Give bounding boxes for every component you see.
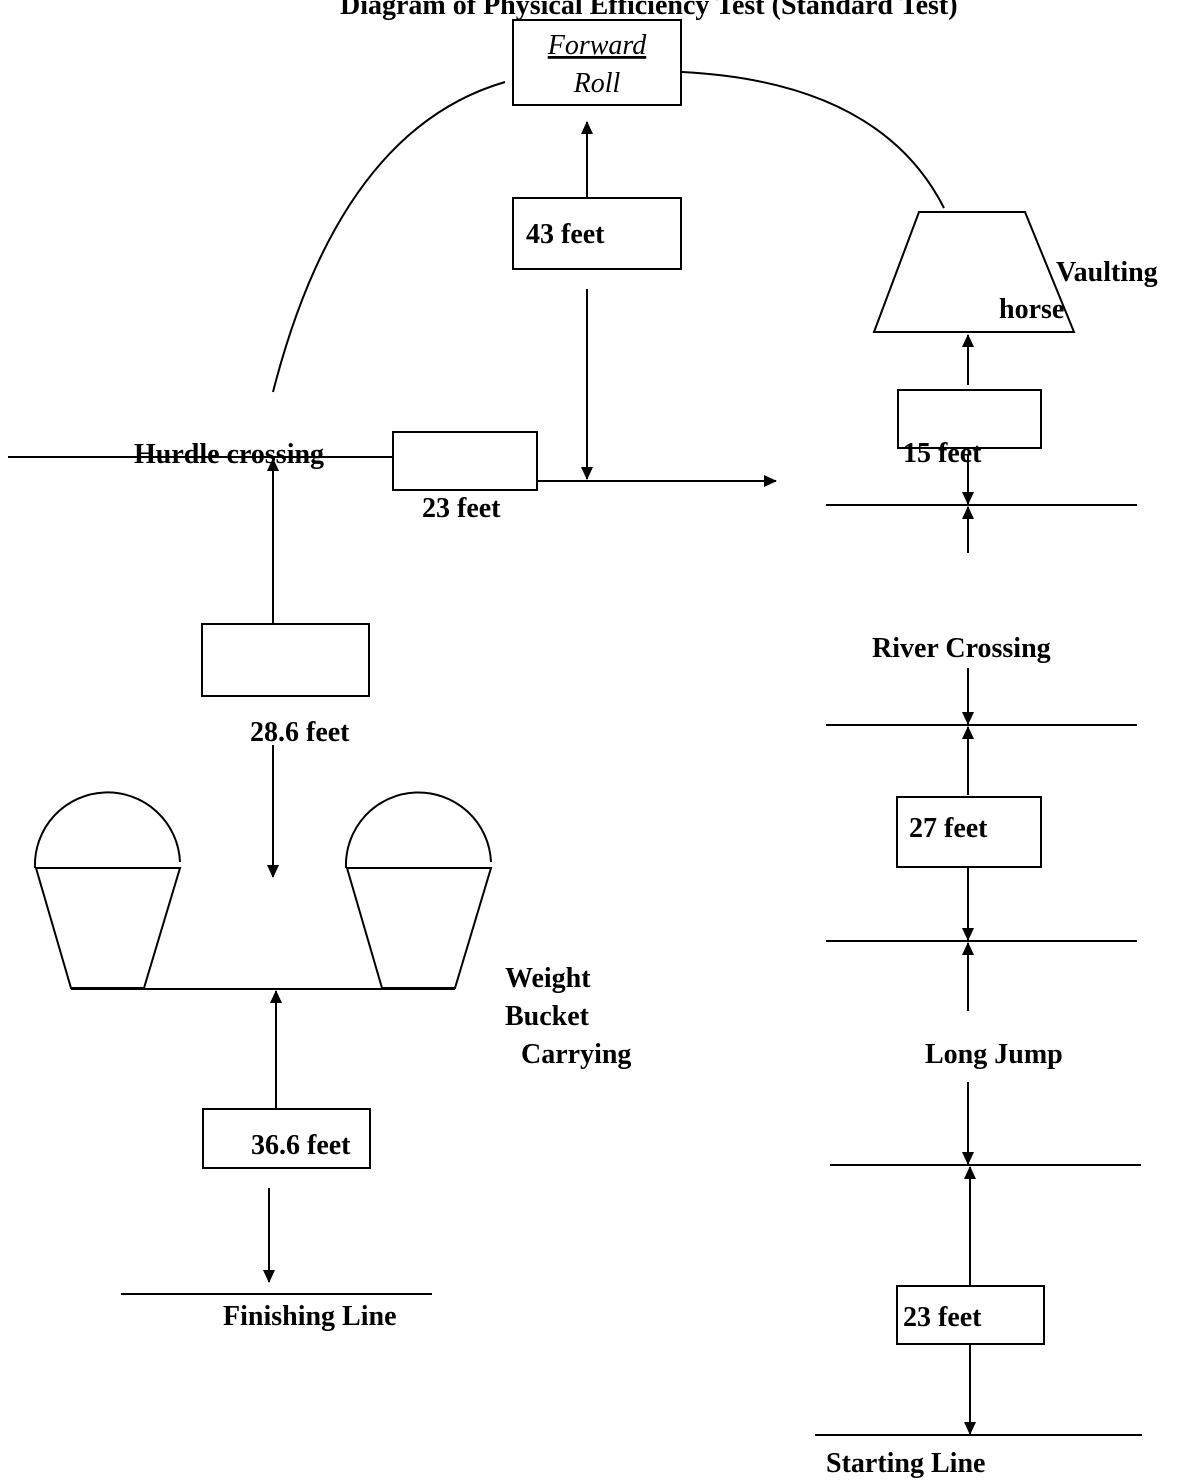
distance-vault-label: 15 feet — [903, 438, 982, 469]
vaulting-horse-shape — [872, 211, 1076, 333]
finishing-line-label: Finishing Line — [223, 1301, 397, 1332]
weight-label-3: Carrying — [521, 1039, 631, 1070]
starting-line-label: Starting Line — [826, 1448, 985, 1479]
distance-box-43 — [512, 197, 682, 270]
course-arc-right — [681, 71, 945, 209]
forward-roll-box — [512, 19, 682, 106]
distance-box-vault — [897, 389, 1042, 449]
forward-roll-label-1: Forward — [547, 30, 648, 61]
bucket-left-handle — [33, 791, 181, 869]
hurdle-crossing-label: Hurdle crossing — [134, 439, 324, 470]
bucket-left — [34, 867, 182, 989]
distance-28-6-label: 28.6 feet — [250, 717, 350, 748]
bucket-right — [345, 867, 493, 989]
distance-start-label: 23 feet — [903, 1302, 982, 1333]
distance-36-6-label: 36.6 feet — [251, 1130, 351, 1161]
distance-43-label: 43 feet — [526, 219, 605, 250]
distance-27-label: 27 feet — [909, 813, 988, 844]
forward-roll-label-2: Roll — [573, 68, 621, 99]
course-arc-left — [272, 81, 506, 393]
long-jump-label: Long Jump — [925, 1039, 1063, 1070]
vaulting-label-2: horse — [999, 294, 1064, 325]
distance-box-27 — [896, 796, 1042, 868]
vaulting-label-1: Vaulting — [1056, 257, 1158, 288]
diagram-title: Diagram of Physical Efficiency Test (Sta… — [340, 0, 958, 21]
distance-hurdle-label: 23 feet — [422, 493, 501, 524]
bucket-right-handle — [344, 791, 492, 869]
distance-box-36-6 — [202, 1108, 371, 1169]
weight-label-2: Bucket — [505, 1001, 590, 1032]
distance-box-start — [896, 1285, 1045, 1345]
weight-label-1: Weight — [505, 963, 591, 994]
distance-box-28-6 — [201, 623, 370, 697]
river-crossing-label: River Crossing — [872, 633, 1051, 664]
distance-box-hurdle — [392, 431, 538, 491]
